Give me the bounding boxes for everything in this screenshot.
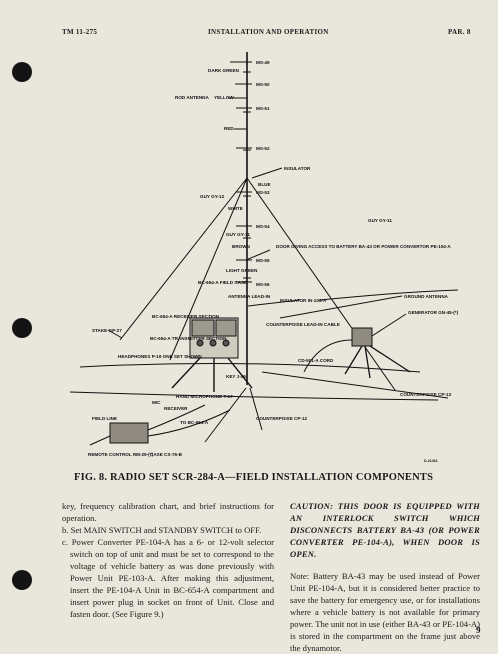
label-door-access: DOOR GIVING ACCESS TO BATTERY BA-43 OR P… [276, 244, 451, 249]
guy-wire [169, 177, 248, 361]
label-ms49: MS-49 [256, 60, 270, 65]
label-counterpoise-cp13: COUNTERPOISE CP-13 [400, 392, 451, 397]
label-insulator-top: INSULATOR [284, 166, 311, 171]
label-field-line: FIELD LINE [92, 416, 117, 421]
label-generator: GENERATOR GN-45-(*) [408, 310, 459, 315]
generator-body [351, 327, 373, 347]
label-ms54: MS-54 [256, 224, 270, 229]
label-mic: MIC [152, 400, 161, 405]
label-guy-gy11-right: GUY GY-11 [368, 218, 392, 223]
label-stake: STAKE GP-27 [92, 328, 122, 333]
label-ms56: MS-56 [256, 282, 270, 287]
ground-line [79, 362, 421, 373]
label-ms50: MS-50 [256, 82, 270, 87]
step-c: c. Power Converter PE-104-A has a 6- or … [62, 537, 274, 619]
binder-hole [12, 62, 32, 82]
page-number: 9 [476, 625, 481, 635]
label-headphones: HEADPHONES P-19 ONE SET SHOWN [118, 354, 202, 359]
binder-hole [12, 570, 32, 590]
guy-wire [246, 177, 396, 391]
label-red: RED [224, 126, 234, 131]
label-ms55: MS-55 [256, 258, 270, 263]
ground-antenna-wire [279, 295, 403, 319]
label-rod-antenna: ROD ANTENNA [175, 95, 209, 100]
label-receiver-section: BC-654-A RECEIVER SECTION [152, 314, 220, 319]
label-counterpoise-lead-in: COUNTERPOISE LEAD-IN CABLE [266, 322, 340, 327]
label-dark-green: DARK GREEN [208, 68, 240, 73]
label-antenna-lead-in: ANTENNA LEAD-IN [228, 294, 271, 299]
figure-doc-id: D-21461 [424, 459, 438, 463]
label-yellow: YELLOW [214, 95, 234, 100]
label-blue: BLUE [258, 182, 271, 187]
label-counterpoise-cp12: COUNTERPOISE CP-12 [256, 416, 307, 421]
header-title: INSTALLATION AND OPERATION [208, 28, 329, 36]
label-receiver: RECEIVER [164, 406, 188, 411]
label-key: KEY J-45 [226, 374, 246, 379]
label-ms52: MS-52 [256, 146, 270, 151]
remote-control-case [109, 422, 149, 444]
binder-hole [12, 318, 32, 338]
label-transmitter-section: BC-654-A TRANSMITTER SECTION [150, 336, 227, 341]
label-white: WHITE [228, 206, 243, 211]
label-insulator-in106: INSULATOR IN-106-A [280, 298, 327, 303]
label-to-bc654: TO BC-654-A [180, 420, 209, 425]
label-guy-gy11-left: GUY GY-11 [226, 232, 250, 237]
label-ms53: MS-53 [256, 190, 270, 195]
installation-figure: MS-49 DARK GREEN MS-50 ROD ANTENNA YELLO… [69, 52, 459, 463]
label-ground-antenna: GROUND ANTENNA [404, 294, 449, 299]
left-column: key, frequency calibration chart, and br… [62, 500, 274, 620]
right-column: CAUTION: THIS DOOR IS EQUIPPED WITH AN I… [290, 500, 480, 654]
step-b: b. Set MAIN SWITCH and STANDBY SWITCH to… [62, 525, 262, 535]
label-brown: BROWN [232, 244, 251, 249]
figure-caption: FIG. 8. RADIO SET SCR-284-A—FIELD INSTAL… [74, 472, 434, 483]
label-ms51: MS-51 [256, 106, 270, 111]
header-paragraph: PAR. 8 [448, 28, 471, 36]
label-case: CASE CS-76-B [150, 452, 183, 457]
label-cord: CD-501-A CORD [298, 358, 334, 363]
intro-paragraph: key, frequency calibration chart, and br… [62, 501, 274, 523]
note-paragraph: Note: Battery BA-43 may be used instead … [290, 571, 480, 653]
header-manual-id: TM 11-275 [62, 28, 98, 36]
label-remote-control: REMOTE CONTROL RM-29-(*) [88, 452, 153, 457]
label-guy-gy12: GUY GY-12 [200, 194, 225, 199]
caution-notice: CAUTION: THIS DOOR IS EQUIPPED WITH AN I… [290, 501, 480, 559]
guy-wire [119, 177, 248, 341]
label-hand-microphone: HAND MICROPHONE T-17 [176, 394, 233, 399]
label-light-green: LIGHT GREEN [226, 268, 258, 273]
label-bc654-case: BC-654-A FIELD CASE [198, 280, 247, 285]
